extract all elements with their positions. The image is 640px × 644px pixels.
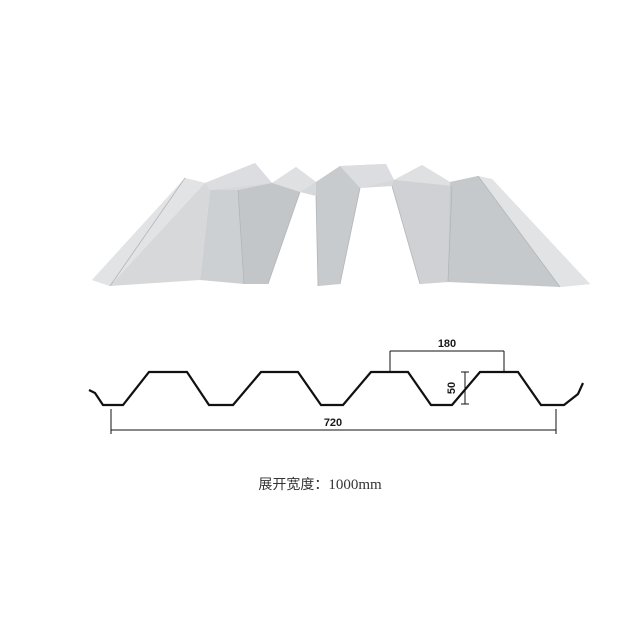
sheet-web-3	[316, 166, 360, 286]
sheet-web-1	[200, 190, 244, 284]
sheet-face-3	[272, 167, 316, 192]
profile-cross-section	[88, 370, 585, 407]
dimension-label-50: 50	[446, 382, 458, 394]
sheet-web-4	[392, 180, 452, 284]
crease-line	[237, 189, 245, 285]
crease-line	[315, 195, 319, 287]
dimension-label-720: 720	[324, 417, 342, 429]
crease-line	[391, 185, 421, 285]
crease-line	[447, 185, 453, 283]
sheet-3d-rendering	[92, 163, 590, 288]
dimension-rib-height	[461, 371, 469, 405]
crease-line	[267, 191, 301, 285]
sheet-web-2	[238, 183, 300, 284]
dimension-label-180: 180	[438, 338, 456, 350]
dimension-cover-width	[110, 409, 557, 434]
crease-line	[339, 187, 361, 285]
sheet-web-5	[448, 176, 560, 287]
dimension-rib-top-width	[389, 350, 505, 372]
caption-label: 展开宽度：	[258, 477, 329, 493]
sheet-face-5	[394, 165, 452, 186]
sheet-face-6	[478, 176, 590, 287]
sheet-face-1	[92, 178, 205, 286]
crease-line	[477, 175, 561, 288]
sheet-face-2	[205, 163, 272, 190]
sheet-face-4	[340, 164, 394, 188]
crease-line	[109, 177, 186, 287]
caption-value: 1000mm	[328, 477, 382, 493]
unfolded-width-caption: 展开宽度：1000mm	[0, 474, 640, 494]
